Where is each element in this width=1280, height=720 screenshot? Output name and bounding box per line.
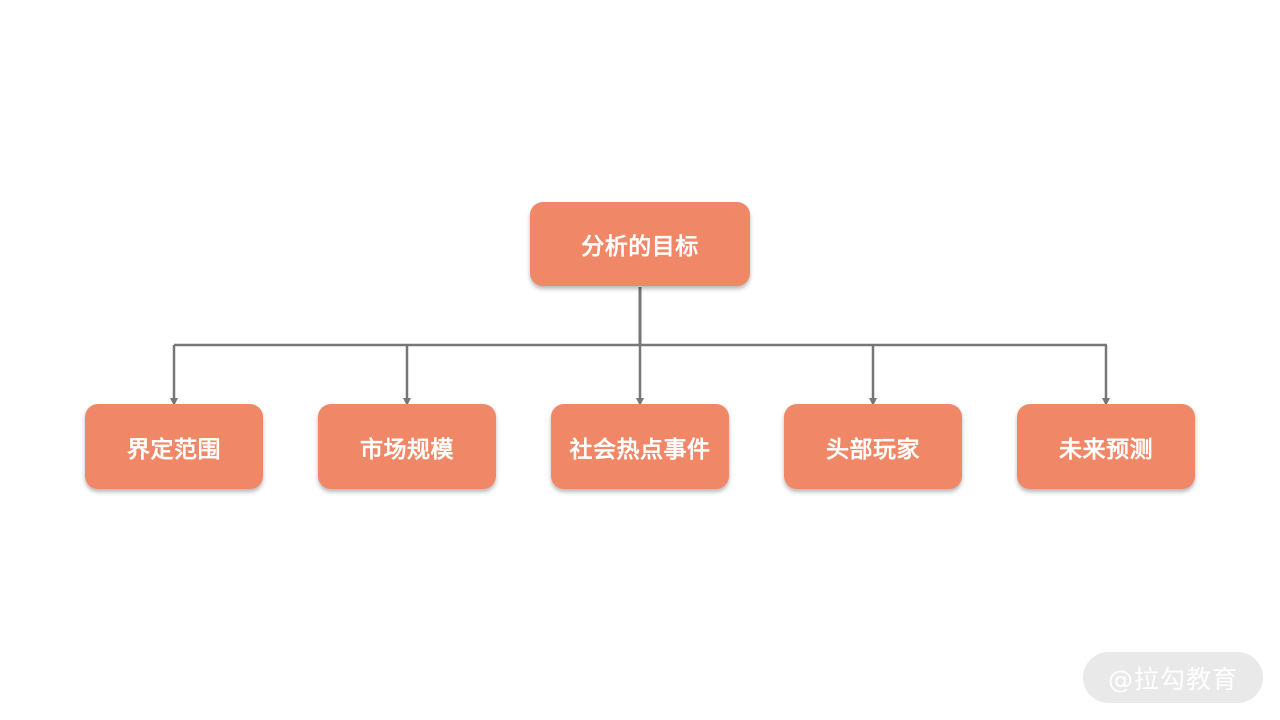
- root-node-label: 分析的目标: [581, 234, 699, 260]
- child-node-label: 社会热点事件: [569, 436, 711, 463]
- child-node-1: 界定范围: [85, 404, 263, 489]
- child-node-label: 界定范围: [127, 436, 221, 463]
- root-node: 分析的目标: [530, 202, 750, 286]
- child-node-3: 社会热点事件: [551, 404, 729, 489]
- child-node-label: 未来预测: [1059, 436, 1153, 463]
- child-node-2: 市场规模: [318, 404, 496, 489]
- child-node-label: 市场规模: [360, 436, 454, 463]
- child-node-4: 头部玩家: [784, 404, 962, 489]
- watermark-badge: @拉勾教育: [1083, 652, 1263, 703]
- child-node-5: 未来预测: [1017, 404, 1195, 489]
- child-node-label: 头部玩家: [826, 436, 920, 463]
- watermark-text: @拉勾教育: [1107, 664, 1238, 694]
